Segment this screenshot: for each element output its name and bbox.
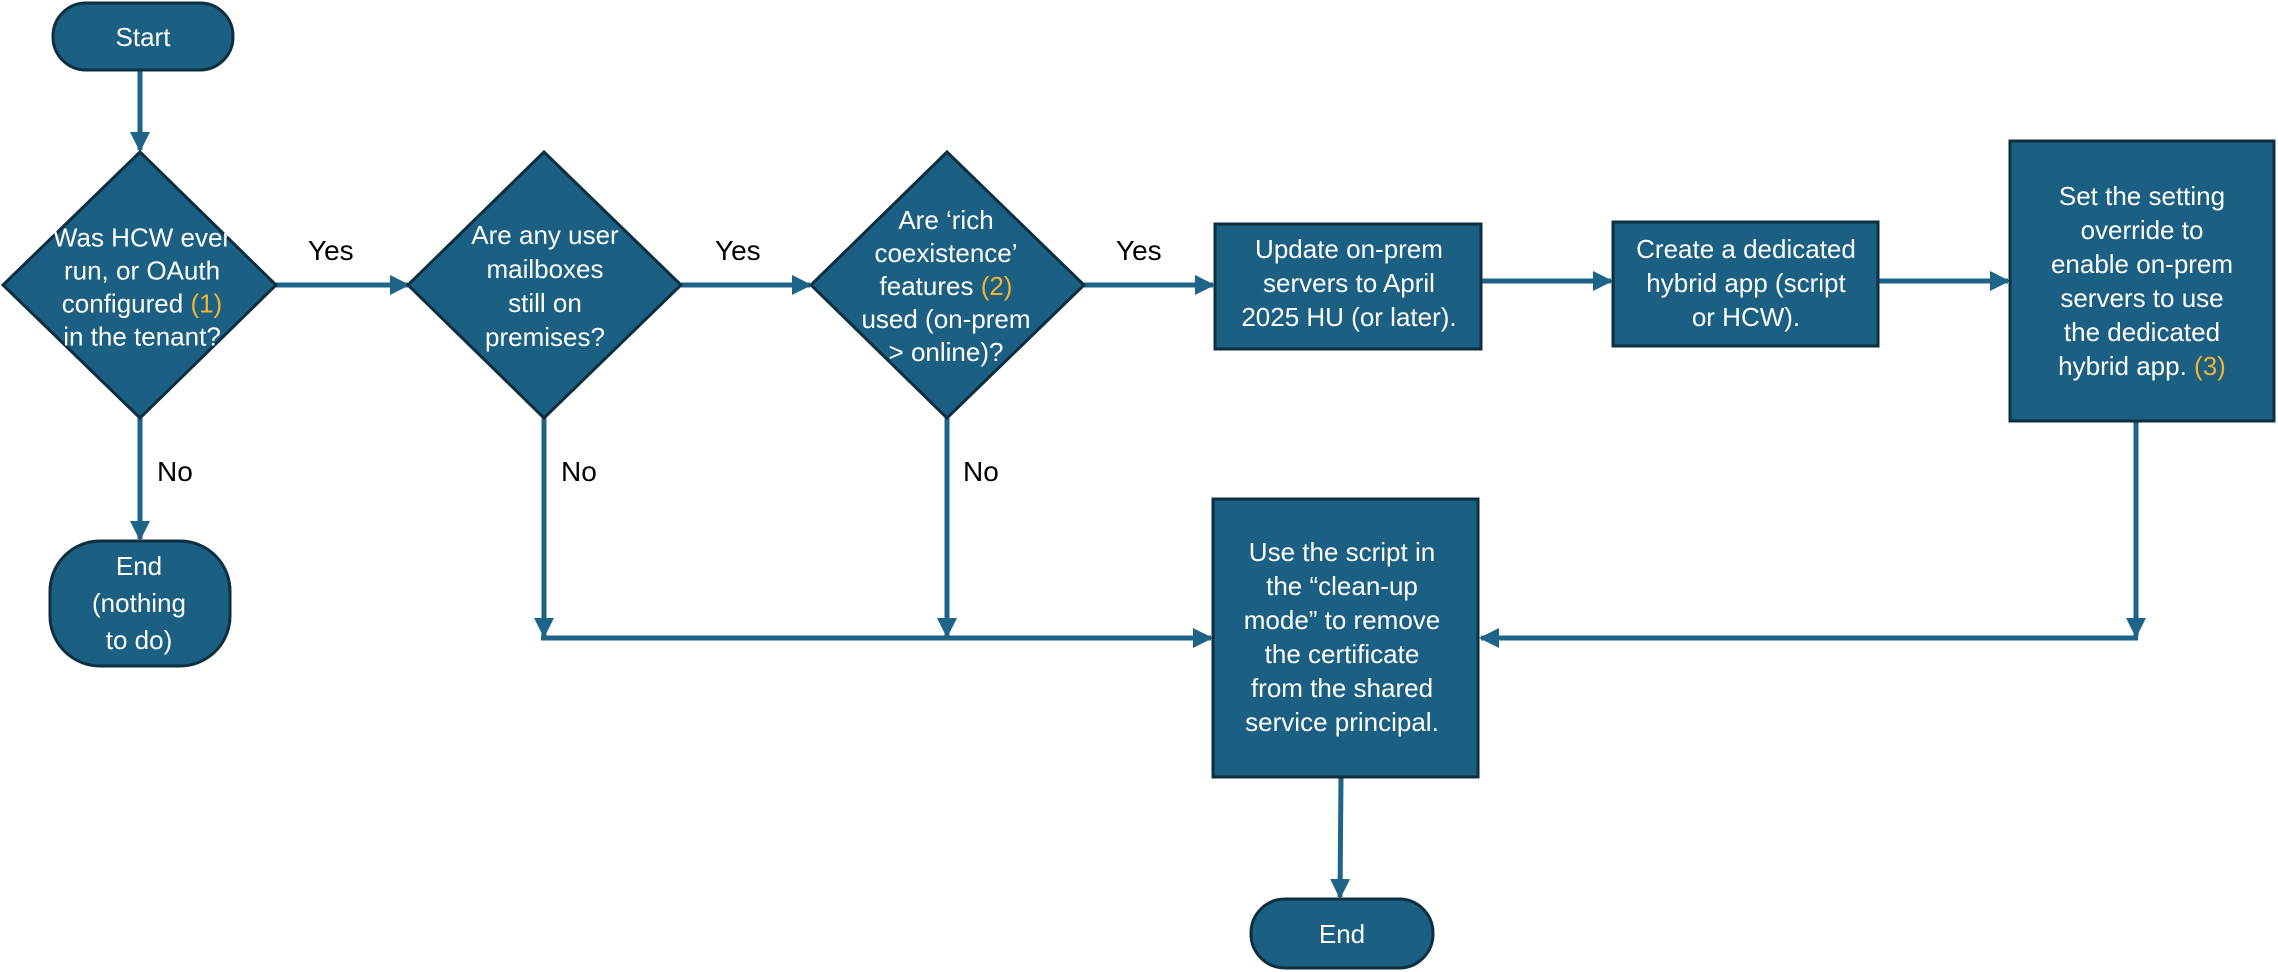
edge-label-q3-no: No (963, 456, 999, 487)
end_nothing-line-2: to do) (106, 625, 173, 655)
q1-line-0: Was HCW ever (53, 223, 231, 253)
step2-line-0: Create a dedicated (1636, 234, 1856, 264)
cleanup-line-2: mode” to remove (1244, 605, 1441, 635)
end_nothing-line-0: End (116, 551, 162, 581)
process-cleanup-mode (1211, 497, 1480, 779)
step3-line-4: the dedicated (2064, 317, 2220, 347)
process-cleanup-mode-label: Use the script in the “clean-up mode” to r… (1244, 537, 1441, 737)
step1-line-0: Update on-prem (1255, 234, 1443, 264)
process-update-servers (1213, 222, 1483, 351)
q3-line-2: features (2) (880, 271, 1013, 301)
process-create-hybrid-app (1611, 220, 1880, 348)
footnote-marker: (1) (190, 289, 222, 319)
footnote-marker: (3) (2194, 351, 2226, 381)
edge-label-q1-no: No (157, 456, 193, 487)
q1-line-1: run, or OAuth (64, 256, 220, 286)
q2-line-2: still on (508, 288, 582, 318)
end-nothing-terminal (48, 539, 232, 668)
decision-mailboxes-label: Are any user mailboxes still on premises? (471, 220, 619, 352)
connectors (130, 70, 2146, 899)
end-line-0: End (1319, 919, 1365, 949)
step3-line-1: override to (2081, 215, 2204, 245)
cleanup-line-0: Use the script in (1249, 537, 1435, 567)
end-terminal (1249, 897, 1435, 970)
end-nothing-label: End (nothing to do) (92, 551, 186, 655)
step3-line-2: enable on-prem (2051, 249, 2233, 279)
process-set-override (2008, 139, 2276, 423)
q2-line-0: Are any user (471, 220, 619, 250)
arrow-cleanup-to-end (1330, 776, 1351, 899)
step3-line-0: Set the setting (2059, 181, 2225, 211)
cleanup-line-4: from the shared (1251, 673, 1433, 703)
footnote-marker: (2) (981, 271, 1013, 301)
step2-line-1: hybrid app (script (1646, 268, 1846, 298)
q3-line-4: > online)? (889, 337, 1004, 367)
process-set-override-label: Set the setting override to enable on-prem… (2051, 181, 2233, 381)
start-terminal (51, 1, 235, 72)
edge-label-q1-yes: Yes (308, 235, 354, 266)
decision-rich-coexistence (808, 149, 1087, 421)
edge-labels: Yes Yes Yes No No No (157, 235, 1162, 487)
q2-line-3: premises? (485, 322, 605, 352)
decision-hcw-run (0, 149, 279, 421)
process-update-servers-label: Update on-prem servers to April 2025 HU (o… (1241, 234, 1456, 332)
start-line-0: Start (116, 22, 172, 52)
q1-line-3: in the tenant? (63, 322, 221, 352)
edge-label-q2-yes: Yes (715, 235, 761, 266)
q3-line-3: used (on-prem (861, 304, 1030, 334)
start-label: Start (116, 22, 172, 52)
end_nothing-line-1: (nothing (92, 588, 186, 618)
cleanup-line-3: the certificate (1265, 639, 1420, 669)
q3-line-1: coexistence’ (874, 238, 1017, 268)
step3-line-5: hybrid app. (3) (2058, 351, 2226, 381)
step3-line-3: servers to use (2060, 283, 2223, 313)
step1-line-1: servers to April (1263, 268, 1435, 298)
decision-mailboxes-on-premises (405, 149, 684, 421)
q2-line-1: mailboxes (486, 254, 603, 284)
step2-line-2: or HCW). (1692, 302, 1800, 332)
end-label: End (1319, 919, 1365, 949)
cleanup-line-5: service principal. (1245, 707, 1439, 737)
cleanup-line-1: the “clean-up (1266, 571, 1418, 601)
edge-label-q3-yes: Yes (1116, 235, 1162, 266)
q1-line-2: configured (1) (62, 289, 222, 319)
q3-line-0: Are ‘rich (898, 205, 993, 235)
step1-line-2: 2025 HU (or later). (1241, 302, 1456, 332)
process-create-hybrid-app-label: Create a dedicated hybrid app (script or H… (1636, 234, 1856, 332)
edge-label-q2-no: No (561, 456, 597, 487)
